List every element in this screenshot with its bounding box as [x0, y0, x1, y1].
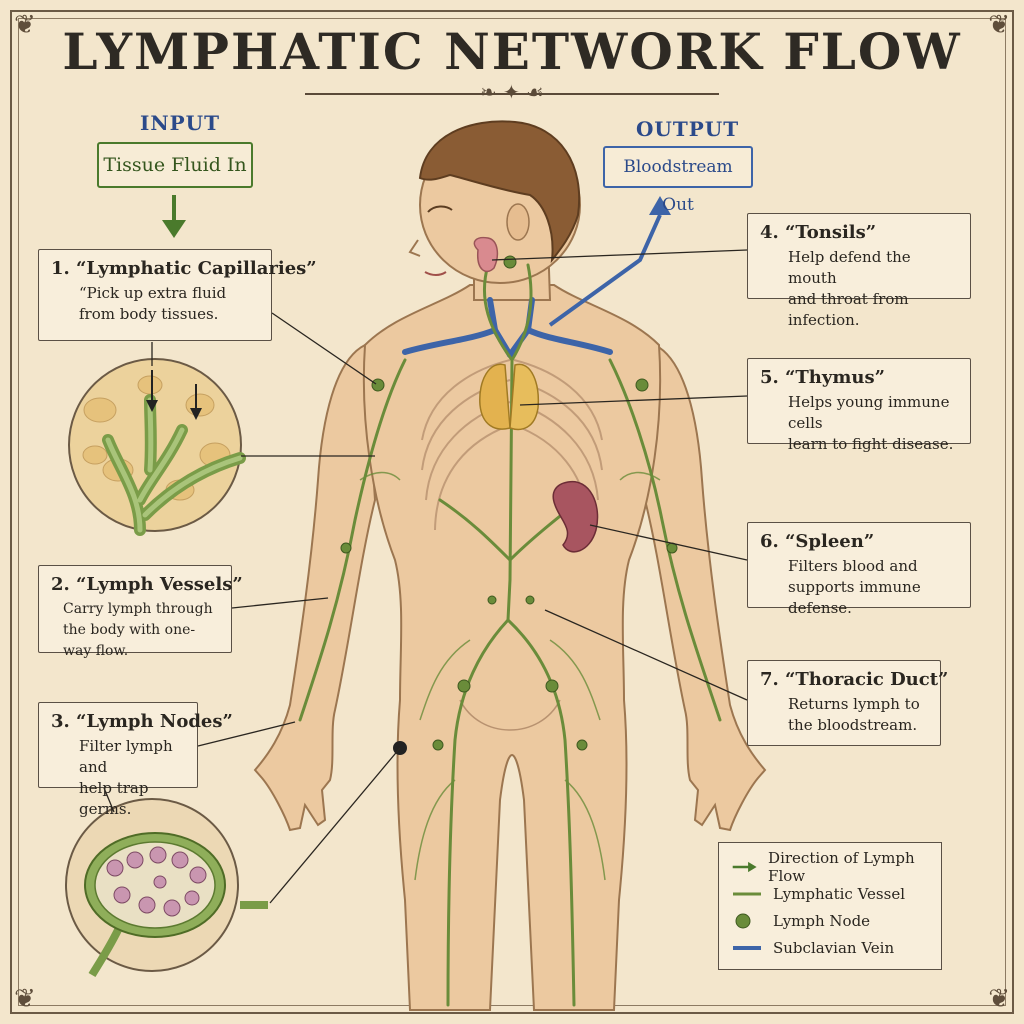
- title-divider: [305, 93, 719, 95]
- output-box: Bloodstream Out: [603, 146, 753, 215]
- legend-label: Lymphatic Vessel: [773, 884, 905, 903]
- arrow-icon: [732, 861, 757, 872]
- callout-title: 1. “Lymphatic Capillaries”: [51, 258, 317, 279]
- callout-tonsils: 4. “Tonsils” Help defend the mouth and t…: [747, 213, 971, 329]
- callout-spleen: 6. “Spleen” Filters blood and supports i…: [747, 522, 971, 617]
- outer-frame: [10, 10, 1014, 1014]
- input-arrowhead-icon: [162, 220, 186, 238]
- legend-item-flow: Direction of Lymph Flow: [731, 849, 929, 885]
- output-flow-arrow: [548, 214, 662, 327]
- callout-title: 2. “Lymph Vessels”: [51, 574, 243, 595]
- page-title: LYMPHATIC NETWORK FLOW: [62, 22, 962, 81]
- thymus-organ-right: [509, 363, 540, 431]
- callout-title: 7. “Thoracic Duct”: [760, 669, 949, 690]
- input-label: INPUT: [140, 111, 220, 135]
- legend-label: Lymph Node: [773, 911, 871, 930]
- legend-item-vein: Subclavian Vein: [731, 934, 929, 961]
- corner-ornament-icon: ❦: [14, 984, 36, 1014]
- callout-description: Returns lymph to the bloodstream.: [788, 695, 920, 734]
- output-label: OUTPUT: [636, 117, 740, 141]
- callout-thoracic-duct: 7. “Thoracic Duct” Returns lymph to the …: [747, 660, 949, 746]
- callout-thymus: 5. “Thymus” Helps young immune cells lea…: [747, 358, 971, 453]
- callout-lymph-nodes: 3. “Lymph Nodes” Filter lymph and help t…: [38, 702, 233, 818]
- vessel-line-icon: [733, 892, 761, 895]
- callout-description: Filter lymph and help trap germs.: [79, 737, 173, 818]
- callout-lymphatic-capillaries: 1. “Lymphatic Capillaries” “Pick up extr…: [38, 249, 317, 341]
- corner-ornament-icon: ❦: [988, 984, 1010, 1014]
- callout-description: Carry lymph through the body with one-wa…: [63, 601, 213, 659]
- callout-description: “Pick up extra fluid from body tissues.: [79, 284, 227, 323]
- leader-lines: [103, 249, 748, 904]
- callout-description: Filters blood and supports immune defens…: [788, 557, 921, 617]
- corner-ornament-icon: ❦: [988, 10, 1010, 40]
- lymphatic-vessels: [298, 263, 722, 1007]
- vein-line-icon: [733, 945, 761, 950]
- tonsil-organ: [473, 236, 499, 273]
- legend-label: Direction of Lymph Flow: [768, 848, 915, 885]
- callout-description: Helps young immune cells learn to fight …: [788, 393, 954, 453]
- callout-lymph-vessels: 2. “Lymph Vessels” Carry lymph through t…: [38, 565, 243, 659]
- body-lymph-nodes: [340, 255, 678, 751]
- title-flourish-icon: ❧ ✦ ☙: [479, 80, 545, 104]
- callout-title: 5. “Thymus”: [760, 367, 885, 388]
- legend-item-node: Lymph Node: [731, 907, 929, 934]
- lymph-node-inset: [65, 798, 268, 978]
- output-arrowhead-icon: [649, 196, 671, 215]
- spleen-organ: [552, 481, 599, 553]
- inner-frame: [18, 18, 1006, 1006]
- thymus-organ: [479, 363, 511, 430]
- capillary-inset: [68, 358, 246, 536]
- legend-label: Subclavian Vein: [773, 938, 895, 957]
- corner-ornament-icon: ❦: [14, 10, 36, 40]
- hair: [418, 120, 581, 264]
- callout-description: Help defend the mouth and throat from in…: [788, 248, 911, 329]
- legend: Direction of Lymph Flow Lymphatic Vessel…: [718, 842, 942, 970]
- legend-item-vessel: Lymphatic Vessel: [731, 880, 929, 907]
- callout-title: 4. “Tonsils”: [760, 222, 877, 243]
- callout-title: 6. “Spleen”: [760, 531, 875, 552]
- input-box: Tissue Fluid In: [97, 142, 253, 188]
- callout-title: 3. “Lymph Nodes”: [51, 711, 233, 732]
- node-dot-icon: [735, 913, 751, 928]
